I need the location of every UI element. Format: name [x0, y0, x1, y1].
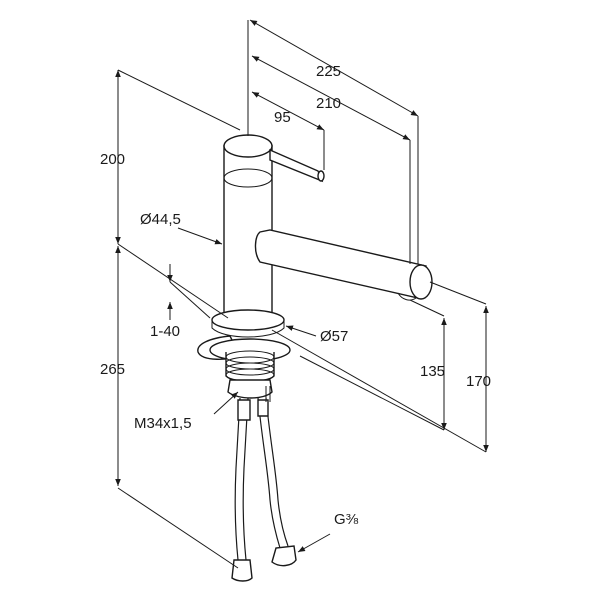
dim-thread-label: M34x1,5 — [134, 415, 192, 432]
upper-height-dimension — [115, 69, 241, 244]
dim-upper-height-label: 200 — [100, 151, 125, 168]
spout-height-dimensions — [271, 281, 489, 453]
dim-deck-thickness-label: 1-40 — [150, 323, 180, 340]
deck-thickness-dimension — [167, 264, 211, 320]
connection-leader — [297, 533, 331, 553]
dim-outlet-height-label: 170 — [466, 373, 491, 390]
dim-lower-height-label: 265 — [100, 361, 125, 378]
thread-leader — [213, 391, 239, 415]
dim-spout-reach-label: 210 — [316, 95, 341, 112]
reach-dimensions — [247, 19, 419, 264]
dim-flange-diameter-label: Ø57 — [320, 328, 348, 345]
flange-diameter-leader — [285, 325, 317, 337]
dim-spout-height-label: 135 — [420, 363, 445, 380]
dim-lever-reach-label: 95 — [274, 109, 291, 126]
body-diameter-leader — [177, 227, 223, 245]
supply-hoses — [231, 386, 297, 582]
lower-height-dimension — [115, 243, 239, 569]
dim-connection-label: G⅜ — [334, 511, 359, 528]
faucet-body — [197, 134, 433, 399]
dim-body-diameter-label: Ø44,5 — [140, 211, 181, 228]
dim-total-reach-label: 225 — [316, 63, 341, 80]
